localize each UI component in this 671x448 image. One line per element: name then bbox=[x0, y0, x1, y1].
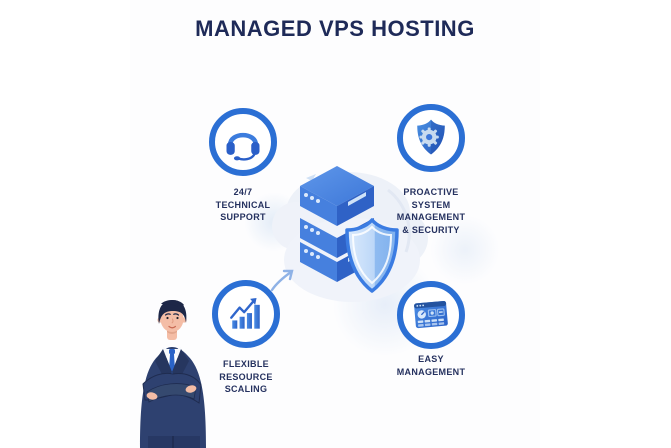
headset-icon bbox=[226, 132, 260, 161]
feature-label: 24/7 TECHNICAL SUPPORT bbox=[215, 187, 271, 223]
feature-technical-support: 24/7 TECHNICAL SUPPORT bbox=[188, 108, 298, 224]
growth-chart-icon bbox=[230, 297, 260, 329]
arrow-icon bbox=[270, 269, 294, 292]
feature-circle bbox=[397, 104, 465, 172]
feature-label: EASY MANAGEMENT bbox=[396, 354, 466, 377]
dashboard-window-icon bbox=[414, 301, 448, 329]
feature-circle bbox=[209, 108, 277, 176]
feature-management: EASY MANAGEMENT bbox=[376, 281, 486, 378]
businessman-illustration bbox=[140, 300, 206, 448]
feature-label: PROACTIVE SYSTEM MANAGEMENT & SECURITY bbox=[396, 187, 466, 235]
shield-icon bbox=[345, 218, 399, 293]
shield-gear-icon bbox=[417, 119, 445, 155]
feature-circle bbox=[212, 280, 280, 348]
gear-icon bbox=[419, 127, 439, 147]
server-stack-illustration bbox=[270, 166, 428, 302]
page-title: MANAGED VPS HOSTING bbox=[195, 16, 475, 41]
feature-label: FLEXIBLE RESOURCE SCALING bbox=[219, 359, 273, 395]
feature-circle bbox=[397, 281, 465, 349]
feature-security: PROACTIVE SYSTEM MANAGEMENT & SECURITY bbox=[376, 104, 486, 236]
feature-scaling: FLEXIBLE RESOURCE SCALING bbox=[191, 280, 301, 396]
